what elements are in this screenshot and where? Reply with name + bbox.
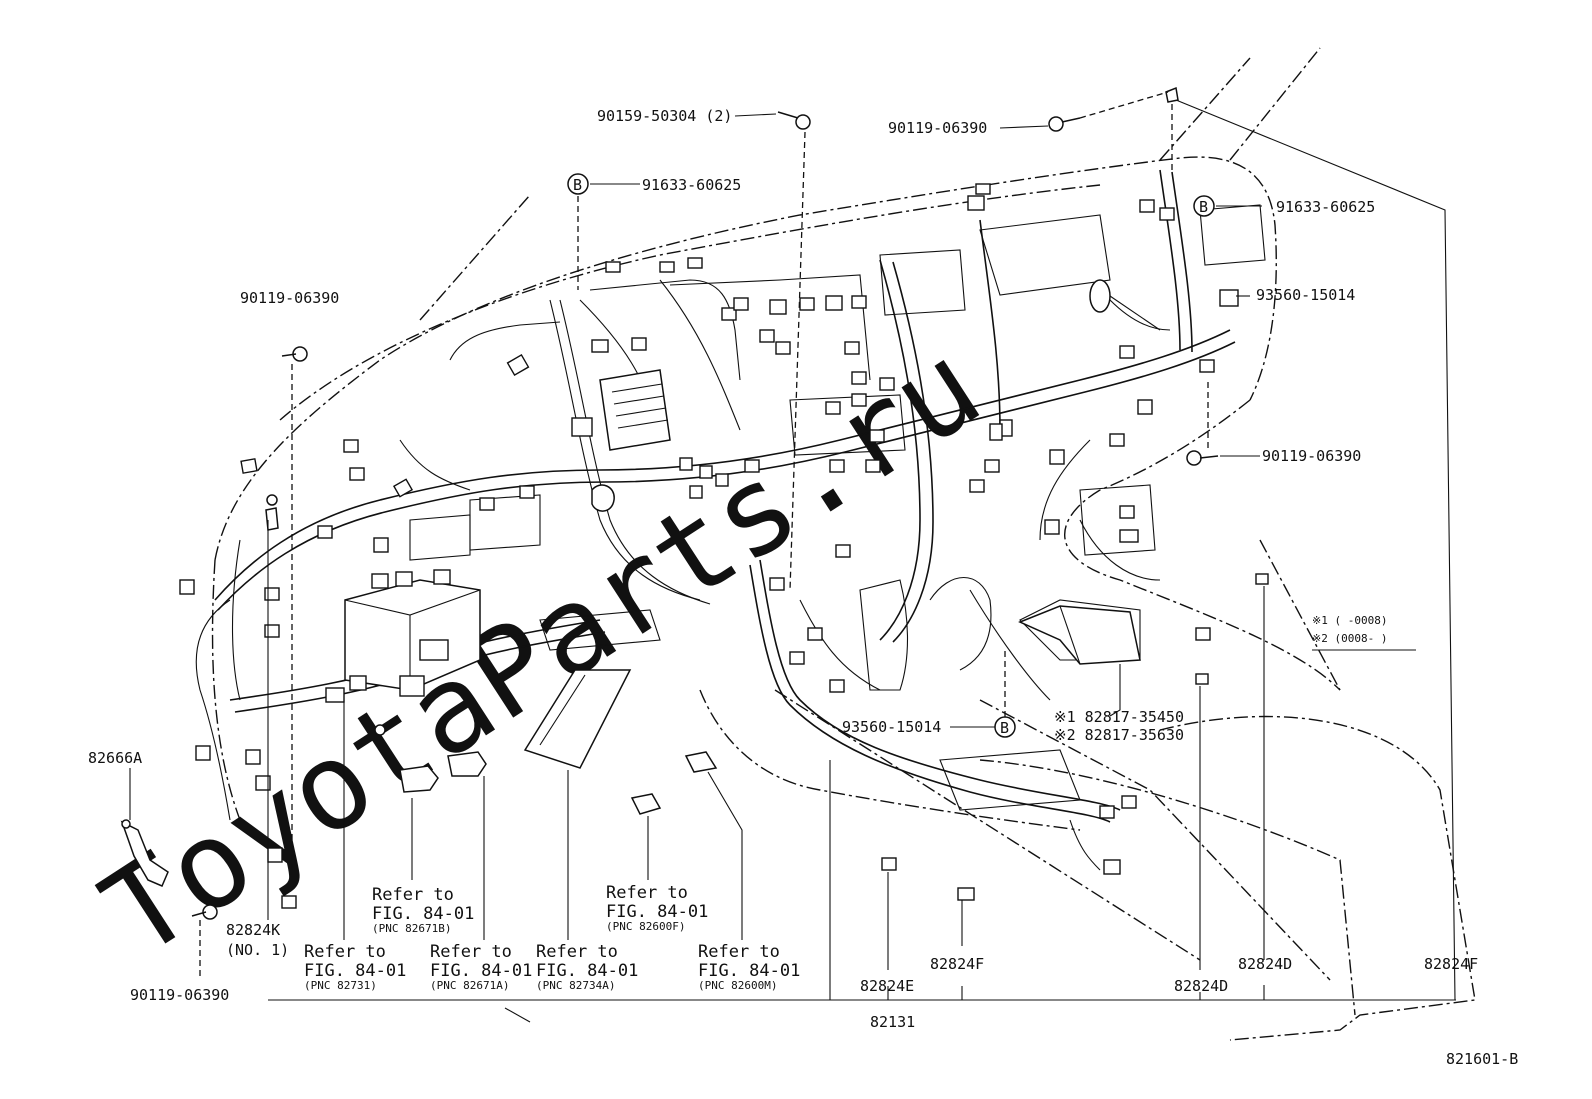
screw-left bbox=[281, 346, 308, 362]
screw-top-right bbox=[1048, 116, 1081, 132]
clip-left bbox=[265, 494, 279, 531]
b-markers: B B B bbox=[567, 173, 1215, 738]
reference-block: Refer to FIG. 84-01 (PNC 82671A) bbox=[430, 942, 532, 992]
reference-fig: FIG. 84-01 bbox=[372, 904, 474, 924]
label-91633-60625-left: 91633-60625 bbox=[642, 176, 741, 194]
reference-refer: Refer to bbox=[606, 883, 688, 903]
legend: ※1 ( -0008) ※2 (0008- ) bbox=[1312, 614, 1387, 645]
clip-top bbox=[1165, 86, 1179, 103]
label-82666a: 82666A bbox=[88, 749, 142, 767]
legend-line-1: ※1 ( -0008) bbox=[1312, 614, 1387, 627]
label-82824k: 82824K bbox=[226, 921, 280, 939]
label-82824e: 82824E bbox=[860, 977, 914, 995]
label-82817-35630: ※2 82817-35630 bbox=[1054, 726, 1184, 744]
reference-block: Refer to FIG. 84-01 (PNC 82600F) bbox=[606, 883, 708, 933]
harness-connectors bbox=[179, 183, 1269, 909]
label-82824f-right: 82824F bbox=[1424, 955, 1478, 973]
watermark: ToyotaParts.ru bbox=[80, 317, 1004, 984]
svg-text:B: B bbox=[1000, 719, 1009, 737]
label-90159-50304: 90159-50304 (2) bbox=[597, 107, 732, 125]
b-marker-bottom: B bbox=[994, 716, 1016, 738]
reference-pnc: (PNC 82731) bbox=[304, 979, 377, 992]
label-82824d-mid: 82824D bbox=[1174, 977, 1228, 995]
leader-lines bbox=[129, 91, 1456, 1023]
reference-pnc: (PNC 82600M) bbox=[698, 979, 777, 992]
reference-block: Refer to FIG. 84-01 (PNC 82671B) bbox=[372, 885, 474, 935]
reference-pnc: (PNC 82671A) bbox=[430, 979, 509, 992]
label-82824d-right: 82824D bbox=[1238, 955, 1292, 973]
svg-text:B: B bbox=[573, 176, 582, 194]
bracket-82817 bbox=[1018, 605, 1141, 665]
b-marker-right: B bbox=[1193, 195, 1215, 217]
reference-block: Refer to FIG. 84-01 (PNC 82731) bbox=[304, 942, 406, 992]
small-relays bbox=[399, 751, 718, 815]
fasteners bbox=[191, 86, 1219, 920]
drawing-code: 821601-B bbox=[1446, 1050, 1518, 1068]
screw-right bbox=[1186, 450, 1219, 466]
label-82131: 82131 bbox=[870, 1013, 915, 1031]
label-93560-15014-bottom: 93560-15014 bbox=[842, 718, 941, 736]
callout-labels: 90159-50304 (2) 90119-06390 91633-60625 … bbox=[88, 107, 1518, 1068]
reference-fig: FIG. 84-01 bbox=[606, 902, 708, 922]
label-90119-06390-left: 90119-06390 bbox=[240, 289, 339, 307]
label-90119-06390-right: 90119-06390 bbox=[1262, 447, 1361, 465]
label-90119-06390-top: 90119-06390 bbox=[888, 119, 987, 137]
reference-fig: FIG. 84-01 bbox=[304, 961, 406, 981]
reference-fig: FIG. 84-01 bbox=[536, 961, 638, 981]
label-90119-06390-bottom: 90119-06390 bbox=[130, 986, 229, 1004]
reference-fig: FIG. 84-01 bbox=[698, 961, 800, 981]
reference-refer: Refer to bbox=[430, 942, 512, 962]
label-82817-35450: ※1 82817-35450 bbox=[1054, 708, 1184, 726]
grommets bbox=[1089, 279, 1161, 331]
reference-refer: Refer to bbox=[698, 942, 780, 962]
label-91633-60625-right: 91633-60625 bbox=[1276, 198, 1375, 216]
label-93560-15014-right: 93560-15014 bbox=[1256, 286, 1355, 304]
reference-refer: Refer to bbox=[372, 885, 454, 905]
b-marker-left: B bbox=[567, 173, 589, 195]
relay-cluster bbox=[571, 369, 671, 512]
label-82824k-no1: (NO. 1) bbox=[226, 941, 289, 959]
reference-refer: Refer to bbox=[304, 942, 386, 962]
reference-pnc: (PNC 82600F) bbox=[606, 920, 685, 933]
panel-openings bbox=[409, 204, 1266, 811]
instrument-panel-outline bbox=[211, 47, 1476, 1041]
reference-block: Refer to FIG. 84-01 (PNC 82734A) bbox=[536, 942, 638, 992]
screw-bottom-left bbox=[191, 904, 218, 920]
ecu-module bbox=[523, 669, 632, 769]
bolt-90159 bbox=[777, 111, 811, 130]
legend-line-2: ※2 (0008- ) bbox=[1312, 632, 1387, 645]
reference-pnc: (PNC 82734A) bbox=[536, 979, 615, 992]
reference-fig: FIG. 84-01 bbox=[430, 961, 532, 981]
reference-refer: Refer to bbox=[536, 942, 618, 962]
svg-text:B: B bbox=[1199, 198, 1208, 216]
reference-block: Refer to FIG. 84-01 (PNC 82600M) bbox=[698, 942, 800, 992]
junction-block bbox=[325, 569, 481, 736]
label-82824f-mid: 82824F bbox=[930, 955, 984, 973]
reference-pnc: (PNC 82671B) bbox=[372, 922, 451, 935]
part-82666a bbox=[120, 819, 169, 887]
